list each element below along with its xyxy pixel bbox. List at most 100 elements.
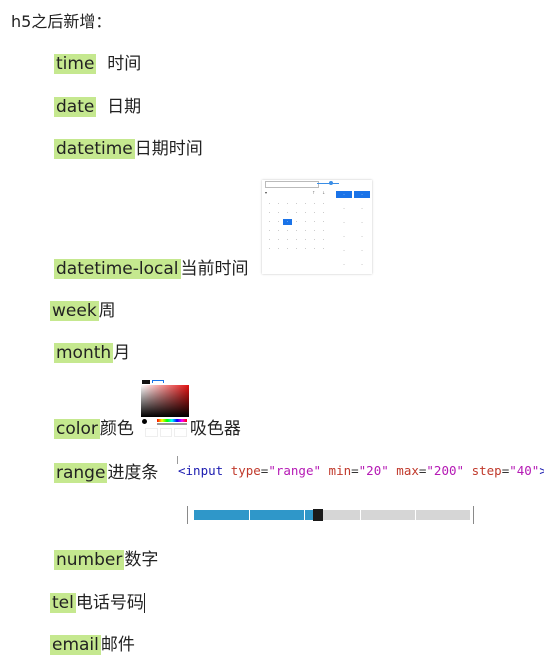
- calendar-day-cell[interactable]: ·: [277, 228, 280, 233]
- calendar-day-cell[interactable]: ·: [313, 219, 316, 224]
- color-picker-tab[interactable]: [152, 380, 164, 383]
- code-snippet-range: <input type="range" min="20" max="200" s…: [178, 463, 544, 478]
- calendar-day-cell[interactable]: ·: [295, 201, 298, 206]
- calendar-day-cell[interactable]: ·: [322, 210, 325, 215]
- calendar-day-cell[interactable]: ·: [322, 237, 325, 242]
- calendar-day-cell[interactable]: ·: [268, 201, 271, 206]
- color-swatch[interactable]: [142, 380, 150, 384]
- calendar-day-cell[interactable]: ·: [277, 201, 280, 206]
- range-thumb[interactable]: [312, 509, 323, 521]
- picker-slider-knob[interactable]: [329, 181, 333, 185]
- calendar-day-cell[interactable]: ·: [286, 246, 289, 251]
- calendar-day-cell[interactable]: ·: [268, 219, 271, 224]
- calendar-month-label[interactable]: ▾: [265, 190, 268, 195]
- calendar-day-cell[interactable]: ·: [313, 237, 316, 242]
- desc-date: 日期: [107, 97, 142, 117]
- keyword-number: number: [54, 550, 125, 570]
- desc-color-extra: 吸色器: [189, 419, 241, 439]
- calendar-day-cell[interactable]: ·: [304, 228, 307, 233]
- calendar-day-cell[interactable]: ·: [295, 237, 298, 242]
- alpha-slider[interactable]: [157, 423, 187, 425]
- calendar-day-cell[interactable]: ·: [286, 201, 289, 206]
- calendar-day-cell[interactable]: ·: [304, 219, 307, 224]
- calendar-day-cell[interactable]: ·: [313, 201, 316, 206]
- calendar-day-cell[interactable]: ·: [277, 237, 280, 242]
- keyword-month: month: [54, 343, 114, 363]
- code-val-step: "40": [509, 463, 540, 478]
- color-saturation-area[interactable]: [141, 385, 189, 417]
- calendar-day-cell[interactable]: ·: [277, 210, 280, 215]
- calendar-day-cell[interactable]: ·: [304, 246, 307, 251]
- color-value-inputs[interactable]: [145, 428, 188, 437]
- item-date: date 日期: [54, 95, 141, 119]
- calendar-prev-icon[interactable]: ↑: [312, 190, 316, 195]
- calendar-day-grid[interactable]: · · · · · · · · · · · · · · · · · · · · · · · · · · · · · · · · · · · · · · · ·…: [265, 201, 329, 252]
- code-tag-close: >: [539, 463, 544, 478]
- range-fill: [194, 510, 313, 520]
- keyword-color: color: [54, 419, 100, 439]
- code-val-max: "200": [426, 463, 465, 478]
- time-row[interactable]: ··: [343, 234, 363, 239]
- calendar-day-cell[interactable]: ·: [304, 201, 307, 206]
- datetime-picker-popup[interactable]: ▾ ↑ ↓ ··································…: [262, 180, 372, 274]
- calendar-day-cell[interactable]: ·: [322, 228, 325, 233]
- calendar-day-cell[interactable]: ·: [304, 210, 307, 215]
- calendar-day-cell[interactable]: ·: [268, 246, 271, 251]
- calendar-day-cell[interactable]: ·: [286, 237, 289, 242]
- calendar-day-cell[interactable]: ·: [268, 228, 271, 233]
- calendar-day-cell[interactable]: ·: [313, 210, 316, 215]
- calendar-day-cell[interactable]: ·: [283, 219, 292, 225]
- range-step-divider: [414, 510, 416, 520]
- picker-slider[interactable]: [317, 183, 339, 184]
- time-row[interactable]: ··: [336, 191, 370, 198]
- time-row[interactable]: ··: [343, 220, 363, 225]
- keyword-datetime: datetime: [54, 139, 135, 159]
- calendar-next-icon[interactable]: ↓: [322, 190, 326, 195]
- time-row[interactable]: ··: [343, 248, 363, 253]
- calendar-day-cell[interactable]: ·: [322, 201, 325, 206]
- calendar-day-cell[interactable]: ·: [277, 246, 280, 251]
- time-row[interactable]: ··: [343, 262, 363, 267]
- calendar-day-cell[interactable]: ·: [304, 237, 307, 242]
- calendar-day-cell[interactable]: ·: [295, 210, 298, 215]
- calendar-day-cell[interactable]: ·: [286, 228, 289, 233]
- calendar-day-cell[interactable]: ·: [286, 210, 289, 215]
- range-step-divider: [249, 510, 251, 520]
- calendar-day-cell[interactable]: ·: [322, 246, 325, 251]
- desc-tel: 电话号码: [75, 593, 144, 613]
- desc-month: 月: [113, 343, 131, 363]
- desc-datetime: 日期时间: [134, 139, 203, 159]
- time-row[interactable]: ··: [343, 206, 363, 211]
- code-val-min: "20": [358, 463, 389, 478]
- keyword-email: email: [50, 635, 101, 655]
- calendar-day-cell[interactable]: ·: [322, 219, 325, 224]
- calendar-day-cell[interactable]: ·: [295, 246, 298, 251]
- range-track[interactable]: [194, 509, 470, 521]
- hue-slider[interactable]: [157, 419, 187, 422]
- color-picker-popup[interactable]: [140, 380, 190, 438]
- desc-datetime-local: 当前时间: [180, 259, 249, 279]
- range-step-divider: [359, 510, 361, 520]
- calendar-day-cell[interactable]: ·: [268, 237, 271, 242]
- eyedropper-icon[interactable]: [142, 419, 147, 424]
- desc-time: 时间: [107, 54, 142, 74]
- calendar-day-cell[interactable]: ·: [313, 246, 316, 251]
- calendar-day-cell[interactable]: ·: [268, 210, 271, 215]
- keyword-tel: tel: [50, 593, 76, 613]
- keyword-date: date: [54, 97, 97, 117]
- time-columns[interactable]: ················: [336, 191, 370, 274]
- datetime-input-box[interactable]: [265, 181, 319, 188]
- calendar-day-cell[interactable]: ·: [295, 219, 298, 224]
- range-slider[interactable]: [187, 506, 474, 524]
- calendar-day-cell[interactable]: ·: [277, 219, 280, 224]
- calendar-day-cell[interactable]: ·: [313, 228, 316, 233]
- desc-color: 颜色: [99, 419, 134, 439]
- calendar-day-cell[interactable]: ·: [295, 228, 298, 233]
